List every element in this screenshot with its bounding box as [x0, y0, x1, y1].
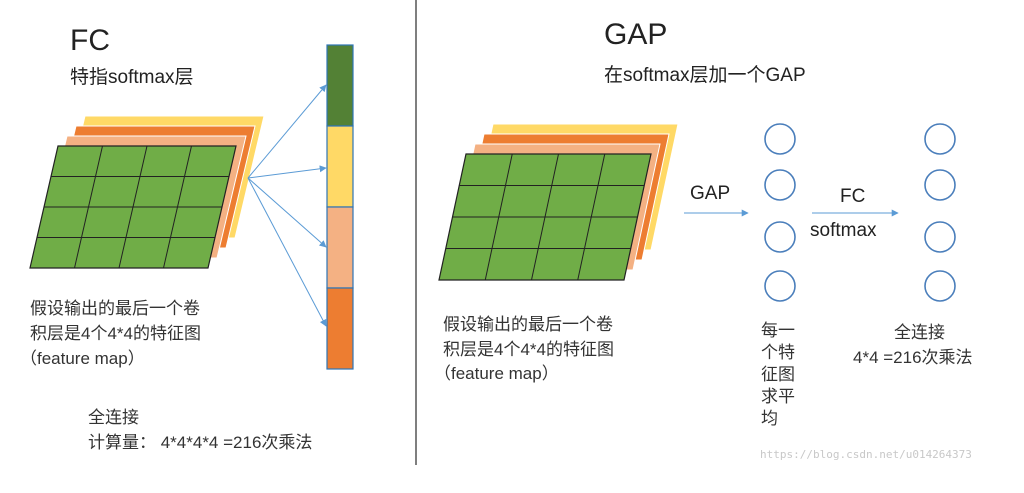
left-title: FC — [70, 24, 110, 57]
right-desc-line2: 积层是4个4*4的特征图 — [443, 340, 614, 359]
fc-arrow-4 — [247, 177, 327, 327]
right-fc-calc-line2: 4*4 =216次乘法 — [853, 348, 973, 367]
left-desc-line2: 积层是4个4*4的特征图 — [30, 324, 201, 343]
left-feature-map-stack — [29, 115, 265, 269]
gap-node-2 — [764, 169, 796, 201]
left-desc-line3: （feature map） — [20, 349, 145, 368]
left-subtitle: 特指softmax层 — [70, 67, 194, 88]
vector-cell-orange — [326, 287, 354, 370]
gap-node-4 — [764, 270, 796, 302]
fc-connection-arrows — [247, 84, 327, 327]
right-feature-map-stack — [438, 123, 679, 281]
grid-col-line — [163, 145, 192, 269]
left-calc-line1: 全连接 — [88, 408, 139, 427]
right-subtitle: 在softmax层加一个GAP — [604, 65, 806, 86]
gap-node-1 — [764, 123, 796, 155]
right-desc-line1: 假设输出的最后一个卷 — [443, 315, 613, 334]
right-title: GAP — [604, 18, 668, 51]
feature-map-front-grid — [438, 153, 652, 281]
gap-node-3 — [764, 221, 796, 253]
grid-col-line — [577, 153, 606, 281]
vector-cell-dark-green — [326, 44, 354, 127]
grid-col-line — [531, 153, 559, 281]
grid-col-line — [118, 145, 148, 269]
output-node-3 — [924, 221, 956, 253]
gap-label: GAP — [690, 183, 731, 204]
left-calc-line2: 计算量： 4*4*4*4 =216次乘法 — [88, 433, 313, 452]
fc-arrow-3 — [247, 177, 327, 248]
vector-cell-peach — [326, 206, 354, 289]
right-desc-line3: （feature map） — [434, 364, 559, 383]
fc-arrow-2 — [247, 165, 327, 179]
output-node-1 — [924, 123, 956, 155]
output-nodes — [924, 123, 956, 302]
fc-output-vector — [326, 44, 354, 370]
vector-cell-yellow — [326, 125, 354, 208]
fc-arrow-1 — [247, 84, 327, 179]
output-node-4 — [924, 270, 956, 302]
feature-map-front-grid — [29, 145, 237, 269]
right-fc-calc-line1: 全连接 — [894, 323, 945, 342]
output-node-2 — [924, 169, 956, 201]
gap-nodes — [764, 123, 796, 302]
fc-label: FC — [840, 186, 866, 207]
softmax-label: softmax — [810, 220, 877, 241]
gap-average-label: 每一个特征图求平均 — [761, 321, 795, 428]
watermark: https://blog.csdn.net/u014264373 — [760, 448, 972, 461]
left-desc-line1: 假设输出的最后一个卷 — [30, 299, 200, 318]
